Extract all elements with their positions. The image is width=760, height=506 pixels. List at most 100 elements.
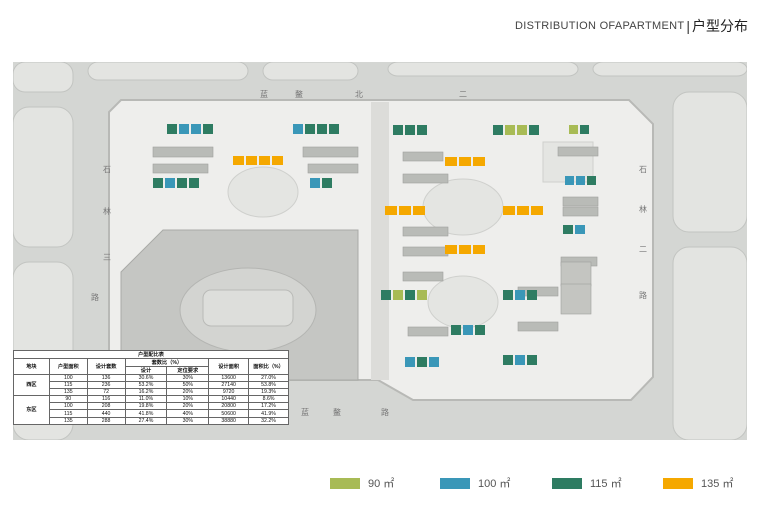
legend-item-100: 100 ㎡ (440, 475, 510, 491)
table-cell: 10% (166, 395, 210, 404)
road-label: 路 (91, 292, 99, 302)
unit-blocks (153, 124, 596, 367)
table-cell: 72 (86, 388, 126, 397)
table-row: 西区 100 136 30.6% 30% 13600 27.0% (13, 373, 289, 397)
table-cell: 19.3% (248, 388, 289, 397)
table-cell: 41.8% (124, 409, 168, 418)
title-chinese: 户型分布 (692, 18, 748, 34)
table-cell: 30% (166, 416, 210, 425)
table-cell: 30% (166, 373, 210, 383)
table-cell: 27140 (208, 381, 250, 390)
legend-swatch (440, 477, 470, 489)
table-cell: 50% (166, 381, 210, 390)
table-cell: 115 (48, 381, 88, 390)
table-cell: 20% (166, 402, 210, 411)
table-row: 115 236 53.2% 50% 27140 53.8% (14, 381, 289, 390)
table-cell: 115 (48, 409, 88, 418)
road-label: 石 (103, 165, 111, 174)
table-cell: 440 (86, 409, 126, 418)
table-cell: 53.2% (124, 381, 168, 390)
table-cell: 27.4% (124, 416, 168, 425)
table-cell: 41.9% (248, 409, 289, 418)
table-row: 东区 90 116 11.0% 10% 10440 8.6% (13, 395, 289, 425)
unit-mix-table: 户型配比表 地块 户型面积 设计套数 套数比（%） 设计面积 面积比（%） 设计… (13, 350, 289, 425)
table-cell: 19.8% (124, 402, 168, 411)
table-cell: 27.0% (248, 373, 289, 383)
legend-label: 115 ㎡ (590, 478, 622, 490)
header-design-area: 设计面积 (208, 358, 250, 375)
legend-label: 90 ㎡ (368, 478, 395, 490)
header-area-ratio: 面积比（%） (248, 358, 289, 375)
site-plan-map: 蓝 鳌 北 二 石 林 三 路 石 林 二 路 蓝 鳌 路 (13, 62, 747, 440)
road-label: 鳌 (295, 89, 303, 99)
table-row: 115 440 41.8% 40% 50600 41.9% (14, 409, 289, 418)
unit-legend: 90 ㎡ 100 ㎡ 115 ㎡ 135 ㎡ (330, 475, 750, 491)
road-label: 三 (103, 253, 111, 262)
table-cell: 288 (86, 416, 126, 425)
legend-swatch (330, 477, 360, 489)
road-label: 北 (355, 90, 363, 99)
table-cell: 9720 (208, 388, 250, 397)
table-row: 100 208 19.8% 20% 20800 17.2% (14, 402, 289, 411)
table-row: 135 72 16.2% 20% 9720 19.3% (14, 388, 289, 397)
table-cell: 50600 (208, 409, 250, 418)
page-title: DISTRIBUTION OFAPARTMENT | 户型分布 (515, 16, 748, 36)
table-cell: 135 (48, 388, 88, 397)
legend-swatch (663, 477, 693, 489)
title-english: DISTRIBUTION OFAPARTMENT (515, 20, 685, 32)
table-cell: 38880 (208, 416, 250, 425)
mall-block (120, 229, 359, 381)
header-ratio-group: 套数比（%） (124, 358, 210, 367)
legend-item-135: 135 ㎡ (663, 475, 733, 491)
table-cell: 208 (86, 402, 126, 411)
table-cell: 116 (86, 395, 126, 404)
header-design-ratio: 设计 (124, 366, 168, 375)
table-cell: 8.6% (248, 395, 289, 404)
legend-swatch (552, 477, 582, 489)
table-caption: 户型配比表 (13, 350, 289, 359)
road-label: 石 (639, 165, 647, 174)
header-design-count: 设计套数 (86, 358, 126, 375)
table-cell: 90 (48, 395, 88, 404)
legend-item-115: 115 ㎡ (552, 475, 622, 491)
table-row: 135 288 27.4% 30% 38880 32.2% (14, 416, 289, 425)
legend-label: 100 ㎡ (478, 478, 511, 490)
table-cell: 20800 (208, 402, 250, 411)
road-label: 路 (639, 290, 647, 300)
road-label: 路 (381, 407, 389, 417)
table-cell: 30.6% (124, 373, 168, 383)
road-labels: 蓝 鳌 北 二 石 林 三 路 石 林 二 路 蓝 鳌 路 (91, 89, 647, 417)
road-label: 鳌 (333, 407, 341, 417)
table-cell: 16.2% (124, 388, 168, 397)
table-cell: 136 (86, 373, 126, 383)
zone-cell: 东区 (13, 395, 50, 425)
grey-buildings (152, 146, 599, 337)
table-cell: 100 (48, 402, 88, 411)
table-cell: 20% (166, 388, 210, 397)
header-target-ratio: 定位要求 (166, 366, 210, 375)
table-cell: 13600 (208, 373, 250, 383)
table-cell: 236 (86, 381, 126, 390)
table-cell: 10440 (208, 395, 250, 404)
header-unit-area: 户型面积 (48, 358, 88, 375)
site-plan-drawing: 蓝 鳌 北 二 石 林 三 路 石 林 二 路 蓝 鳌 路 (13, 62, 747, 440)
road-label: 蓝 (301, 407, 309, 417)
table-cell: 100 (48, 373, 88, 383)
city-blocks (13, 62, 747, 440)
road-label: 二 (639, 245, 647, 254)
table-cell: 40% (166, 409, 210, 418)
table-cell: 53.8% (248, 381, 289, 390)
title-separator: | (686, 18, 690, 34)
road-label: 蓝 (260, 89, 268, 99)
table-cell: 11.0% (124, 395, 168, 404)
table-cell: 32.2% (248, 416, 289, 425)
road-label: 林 (639, 204, 647, 214)
legend-item-90: 90 ㎡ (330, 475, 394, 491)
table-cell: 17.2% (248, 402, 289, 411)
table-cell: 135 (48, 416, 88, 425)
road-label: 二 (459, 90, 467, 99)
header-zone: 地块 (13, 358, 50, 375)
road-label: 林 (103, 206, 111, 216)
zone-cell: 西区 (13, 373, 50, 397)
legend-label: 135 ㎡ (701, 478, 734, 490)
